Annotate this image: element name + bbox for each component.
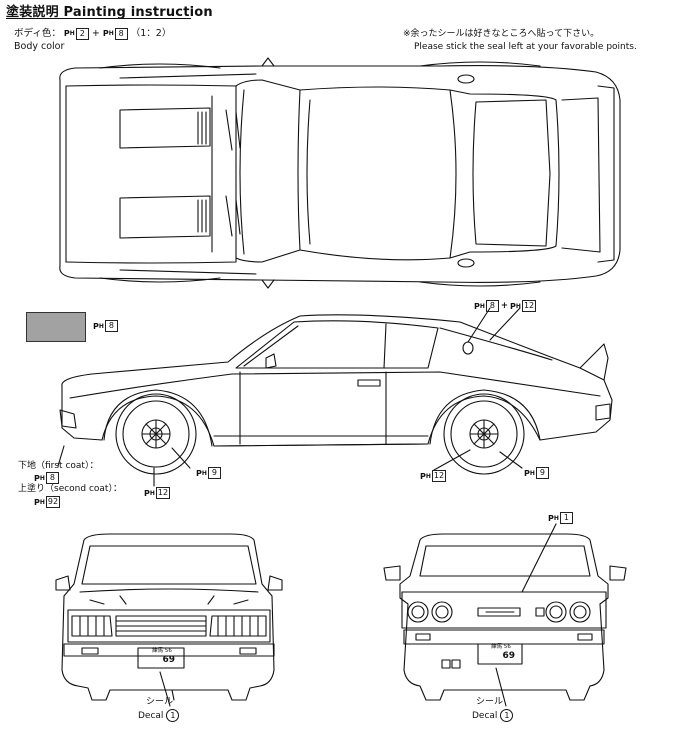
color-swatch xyxy=(26,312,86,342)
front-decal-jp: シール xyxy=(146,697,174,707)
rear-decal-jp: シール xyxy=(476,697,504,707)
page-title: 塗装説明 Painting instruction xyxy=(6,1,213,20)
front-plate-number: 69 xyxy=(162,655,175,665)
title-jp: 塗装説明 xyxy=(6,5,59,20)
top-view xyxy=(59,57,621,289)
ratio: （1：2） xyxy=(130,28,172,39)
side-view xyxy=(57,307,613,487)
second-coat-label: 上塗り（second coat）： xyxy=(18,484,122,494)
rear-plate-line1: 練馬 56 xyxy=(491,644,511,650)
body-color-jp: ボディ色： xyxy=(14,28,61,39)
title-underline xyxy=(6,18,191,19)
seal-note-en: Please stick the seal left at your favor… xyxy=(414,42,637,52)
front-view xyxy=(55,533,283,707)
decal-number-badge: 1 xyxy=(500,709,514,722)
body-color-en: Body color xyxy=(14,41,65,52)
title-en: Painting instruction xyxy=(63,5,213,20)
first-coat-label: 下地（first coat）： xyxy=(18,461,99,471)
seal-note-jp: ※余ったシールは好きなところへ貼って下さい。 xyxy=(403,29,600,39)
rear-plate-number: 69 xyxy=(502,651,515,661)
rear-view xyxy=(383,523,627,707)
front-plate-line1: 練馬 56 xyxy=(152,648,172,654)
formula-plus: + xyxy=(91,28,100,39)
decal-number-badge: 1 xyxy=(166,709,180,722)
